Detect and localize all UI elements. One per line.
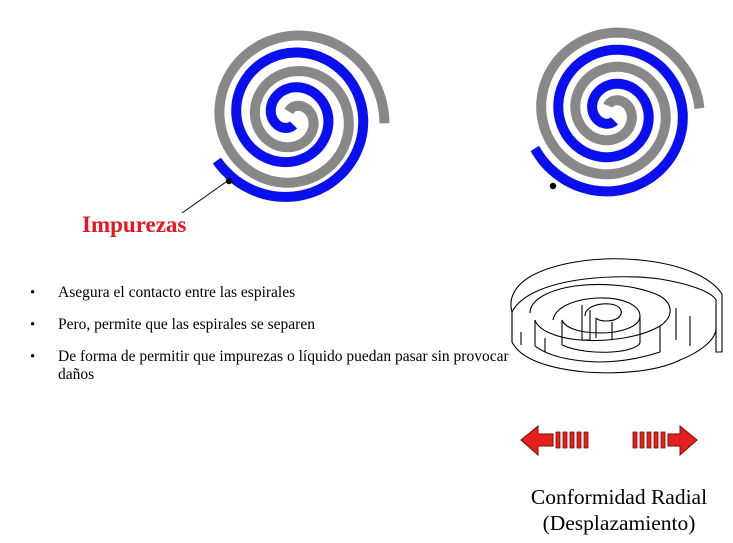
bullet-icon: • bbox=[30, 285, 36, 301]
bullet-item: • Asegura el contacto entre las espirales bbox=[28, 284, 528, 302]
spiral-gray bbox=[214, 30, 390, 188]
bullet-icon: • bbox=[30, 317, 36, 333]
leader-line bbox=[181, 181, 227, 214]
spiral-blue bbox=[212, 47, 369, 202]
spiral-gray bbox=[536, 27, 705, 180]
caption-line-1: Conformidad Radial bbox=[530, 485, 708, 509]
arrow-left-icon bbox=[520, 424, 589, 457]
scroll-3d-icon bbox=[510, 258, 723, 374]
bullet-text: De forma de permitir que impurezas o líq… bbox=[58, 348, 509, 383]
bullet-text: Asegura el contacto entre las espirales bbox=[58, 284, 296, 301]
scroll-separated bbox=[212, 30, 390, 202]
arrow-right-icon bbox=[632, 424, 698, 457]
spiral-blue bbox=[530, 44, 688, 197]
impurity-dot-right bbox=[549, 182, 557, 190]
bullet-item: • Pero, permite que las espirales se sepa… bbox=[28, 316, 528, 334]
bullet-text: Pero, permite que las espirales se separ… bbox=[58, 316, 315, 333]
caption: Conformidad Radial (Desplazamiento) bbox=[511, 484, 727, 536]
bullet-item: • De forma de permitir que impurezas o lí… bbox=[28, 348, 528, 384]
scroll-contact bbox=[530, 27, 705, 197]
caption-line-2: (Desplazamiento) bbox=[542, 511, 696, 535]
bullet-icon: • bbox=[30, 349, 36, 365]
impurity-label: Impurezas bbox=[82, 212, 187, 237]
impurity-dot bbox=[225, 177, 233, 185]
bullet-list: • Asegura el contacto entre las espirales… bbox=[28, 284, 528, 398]
